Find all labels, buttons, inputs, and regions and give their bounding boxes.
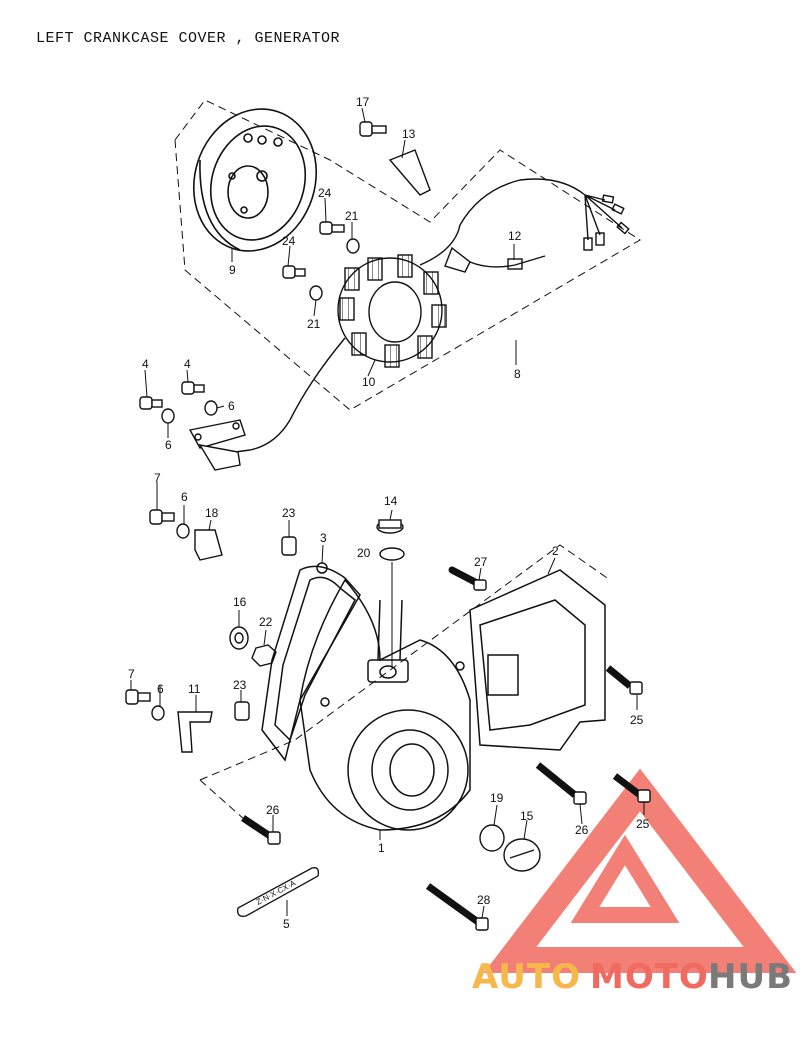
- callout-4b: 4: [184, 357, 191, 371]
- clip-13: [388, 149, 431, 196]
- callout-19: 19: [490, 791, 504, 805]
- stator-coil: [337, 254, 447, 368]
- callout-11: 11: [188, 682, 201, 696]
- watermark-wordmark: AUTO MOTO HUB: [472, 957, 793, 997]
- callout-17: 17: [356, 95, 370, 109]
- callout-14: 14: [384, 494, 398, 508]
- callout-4a: 4: [142, 357, 149, 371]
- callout-10: 10: [362, 375, 376, 389]
- callout-7a: 7: [154, 471, 161, 485]
- wire-harness: [234, 178, 630, 453]
- callout-23b: 23: [233, 678, 247, 692]
- callout-15: 15: [520, 809, 534, 823]
- pickup-sensor: [188, 419, 246, 471]
- callout-25a: 25: [630, 713, 644, 727]
- callout-6d: 6: [157, 682, 164, 696]
- callout-13: 13: [402, 127, 416, 141]
- callout-22: 22: [259, 615, 273, 629]
- callout-26a: 26: [266, 803, 280, 817]
- callout-12: 12: [508, 229, 522, 243]
- callout-24b: 24: [282, 234, 296, 248]
- watermark-hub: HUB: [708, 957, 793, 997]
- callout-5: 5: [283, 917, 290, 931]
- callout-21a: 21: [345, 209, 359, 223]
- callout-labels: 1 2 3 4 4 5 6 6 6 6 7 7 8 9 10 11 12 13 …: [128, 95, 650, 931]
- callout-21b: 21: [307, 317, 321, 331]
- callout-1: 1: [378, 841, 385, 855]
- watermark-auto: AUTO: [472, 957, 581, 997]
- callout-6c: 6: [181, 490, 188, 504]
- callout-3: 3: [320, 531, 327, 545]
- callout-8: 8: [514, 367, 521, 381]
- svg-text:Z·N·X·CX·A: Z·N·X·CX·A: [255, 878, 298, 906]
- callout-25b: 25: [636, 817, 650, 831]
- flywheel-rotor: [192, 108, 318, 252]
- callout-6a: 6: [165, 438, 172, 452]
- callout-7b: 7: [128, 667, 135, 681]
- callout-20: 20: [357, 546, 371, 560]
- brackets: [177, 529, 223, 753]
- callout-28: 28: [477, 893, 491, 907]
- callout-2: 2: [552, 544, 559, 558]
- callout-23a: 23: [282, 506, 296, 520]
- inner-cover: [469, 569, 606, 751]
- callout-16: 16: [233, 595, 247, 609]
- diagram-title: LEFT CRANKCASE COVER , GENERATOR: [36, 30, 341, 47]
- emblem-badge: Z·N·X·CX·A: [237, 867, 320, 917]
- watermark-logo: [483, 768, 797, 973]
- callout-6b: 6: [228, 399, 235, 413]
- callout-24a: 24: [318, 186, 332, 200]
- callout-9: 9: [229, 263, 236, 277]
- callout-18: 18: [205, 506, 219, 520]
- leader-lines: [130, 107, 645, 919]
- callout-27: 27: [474, 555, 488, 569]
- crankcase-cover: [261, 562, 471, 831]
- watermark-moto: MOTO: [590, 957, 709, 997]
- callout-26b: 26: [575, 823, 589, 837]
- fasteners: [125, 121, 651, 931]
